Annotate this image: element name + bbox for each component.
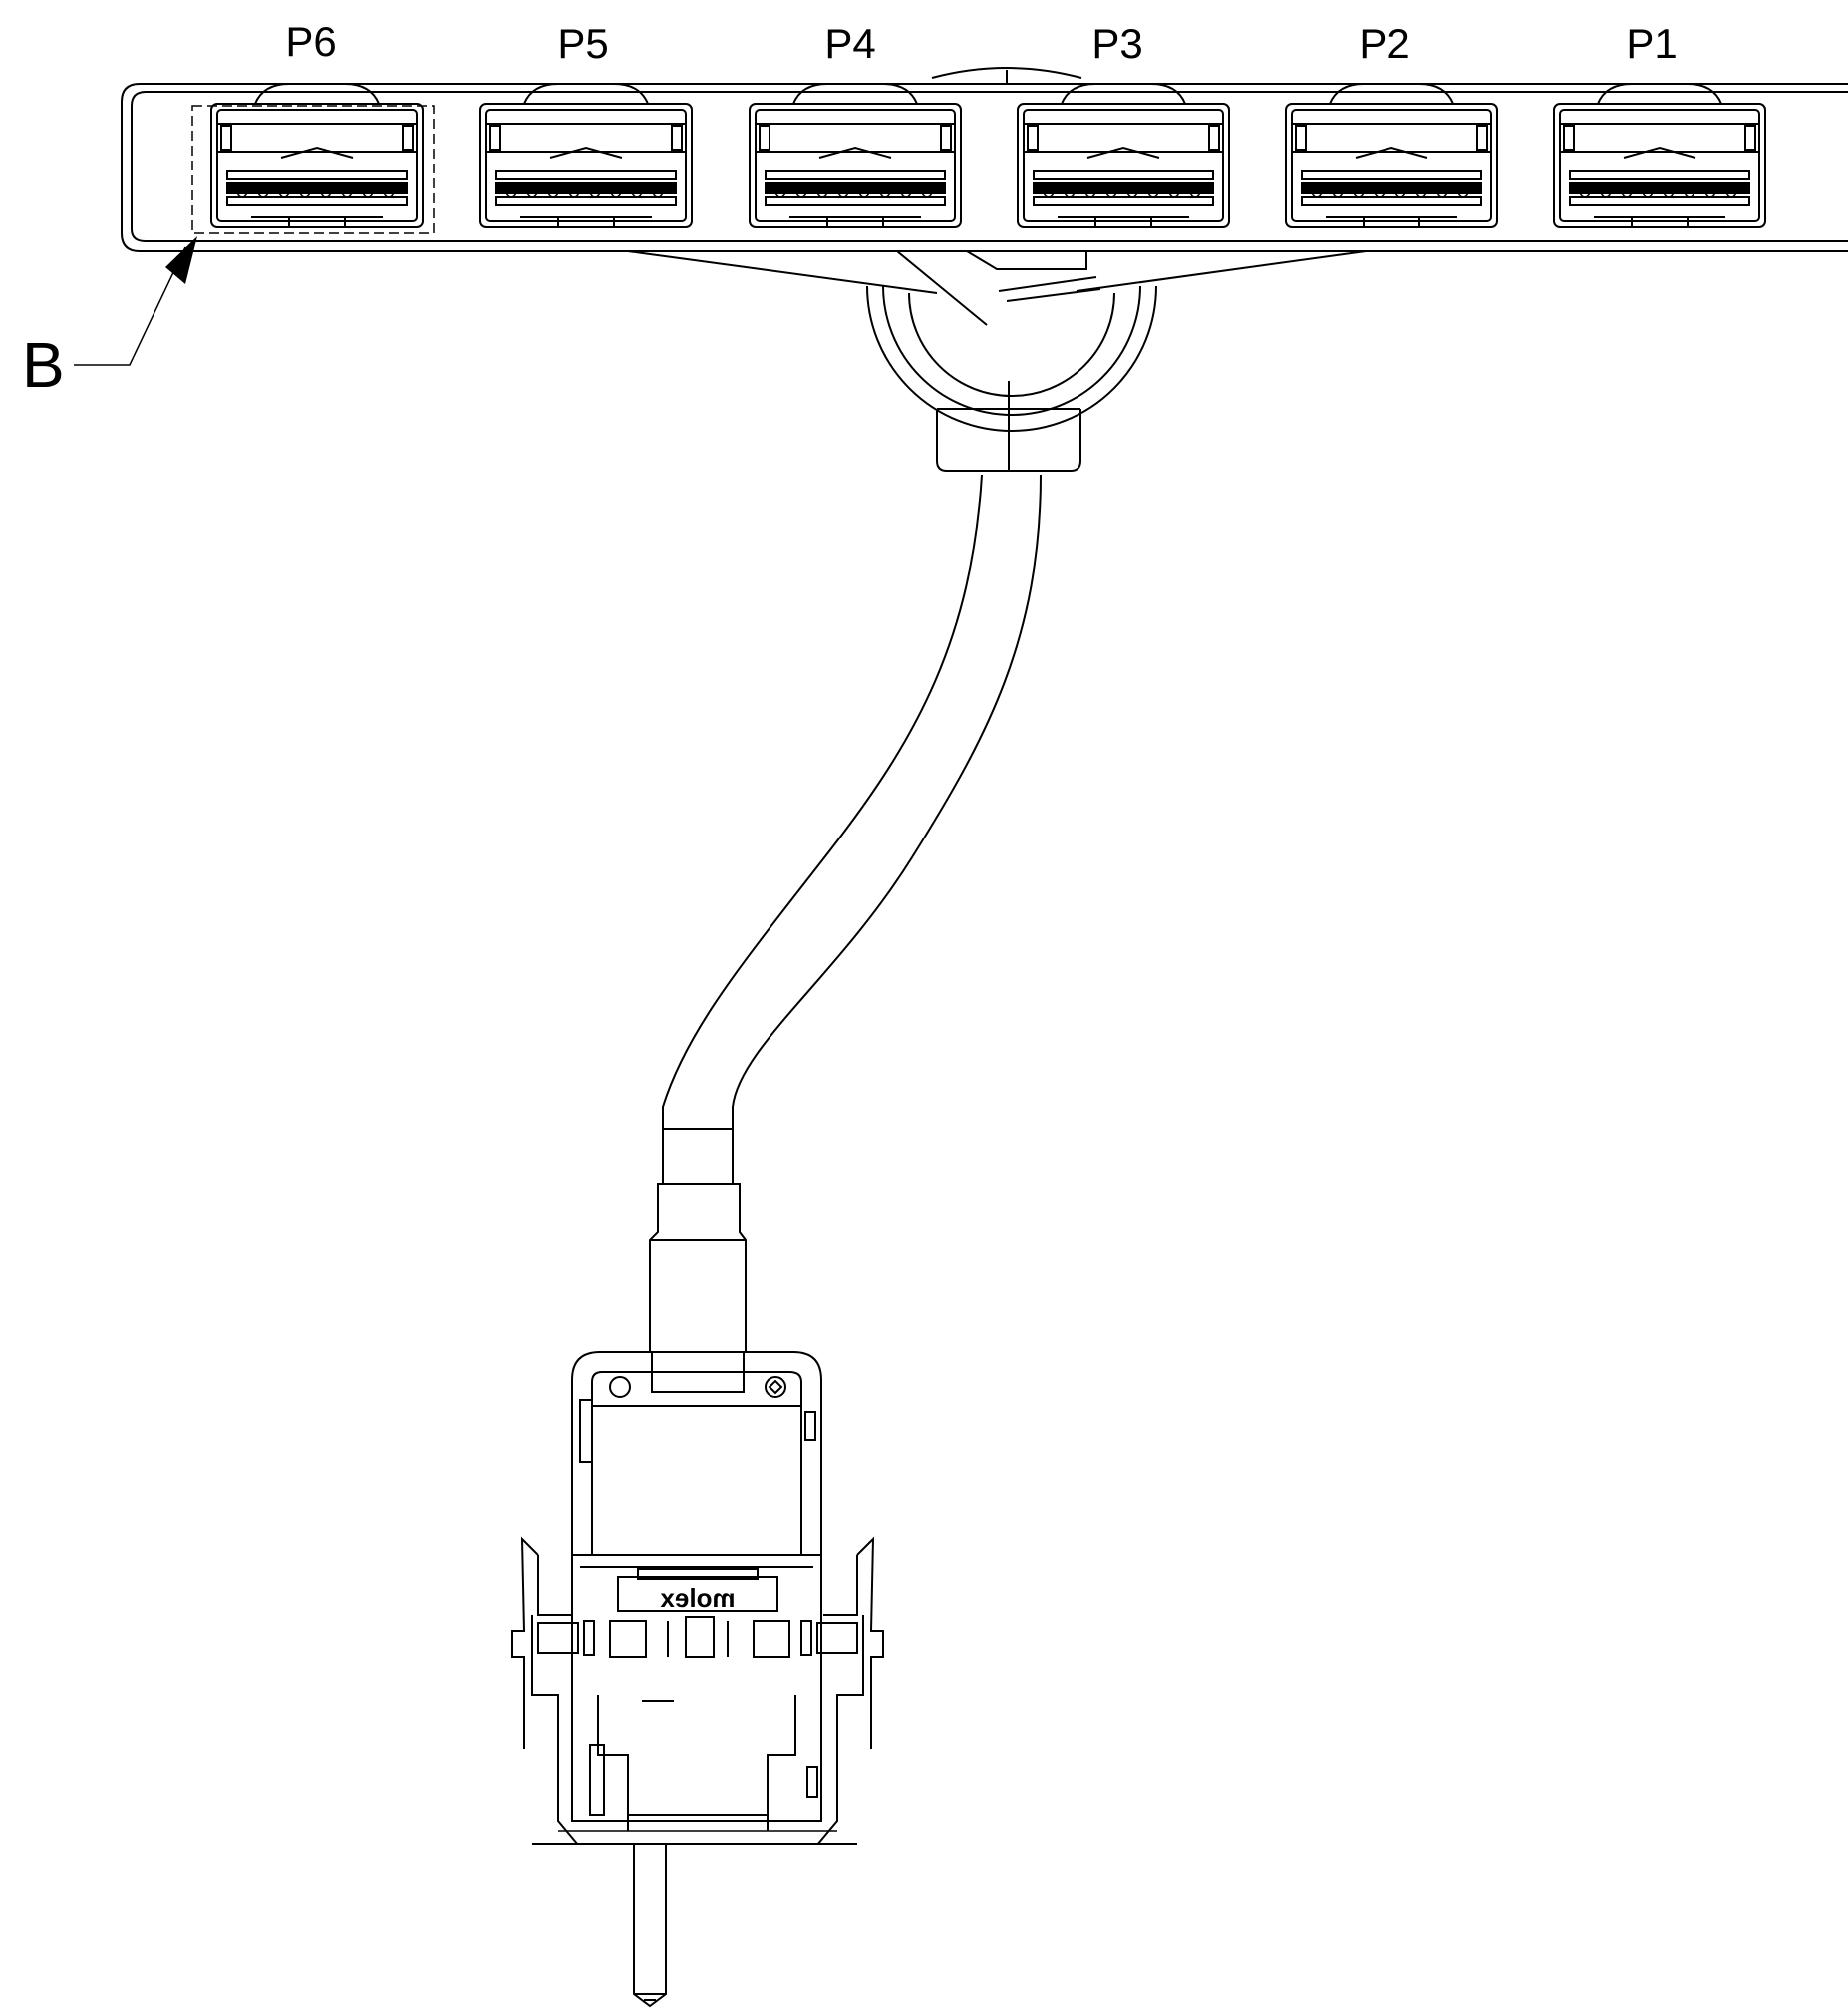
port-label-p5: P5 [557,20,608,67]
probe-pin [633,1844,667,2008]
mounting-rail [121,83,1848,252]
detail-b-frame [191,105,435,234]
latch-arm-left [511,1536,605,1845]
splice-hub [627,67,1367,472]
port-receptacle-p3 [1017,83,1230,228]
port-label-row: P6 P5 P4 P3 P2 P1 [285,18,1677,67]
port-label-p1: P1 [1626,20,1677,67]
cable [662,474,1042,1185]
cable-ferrule [649,1183,747,1353]
brand-mark: molex [660,1583,736,1613]
port-label-p4: P4 [824,20,875,67]
callout-arrowhead [165,236,197,284]
port-label-p6: P6 [285,18,336,65]
port-receptacle-p5 [479,83,693,228]
port-receptacle-p4 [749,83,962,228]
port-label-p2: P2 [1359,20,1409,67]
callout-letter-b: B [22,329,65,401]
port-receptacle-p1 [1553,83,1766,228]
port-label-p3: P3 [1091,20,1142,67]
port-row [210,83,1766,228]
callout-b-leader [74,246,186,366]
port-receptacle-p6 [210,83,424,228]
latch-arm-right [800,1536,884,1845]
port-receptacle-p2 [1285,83,1498,228]
